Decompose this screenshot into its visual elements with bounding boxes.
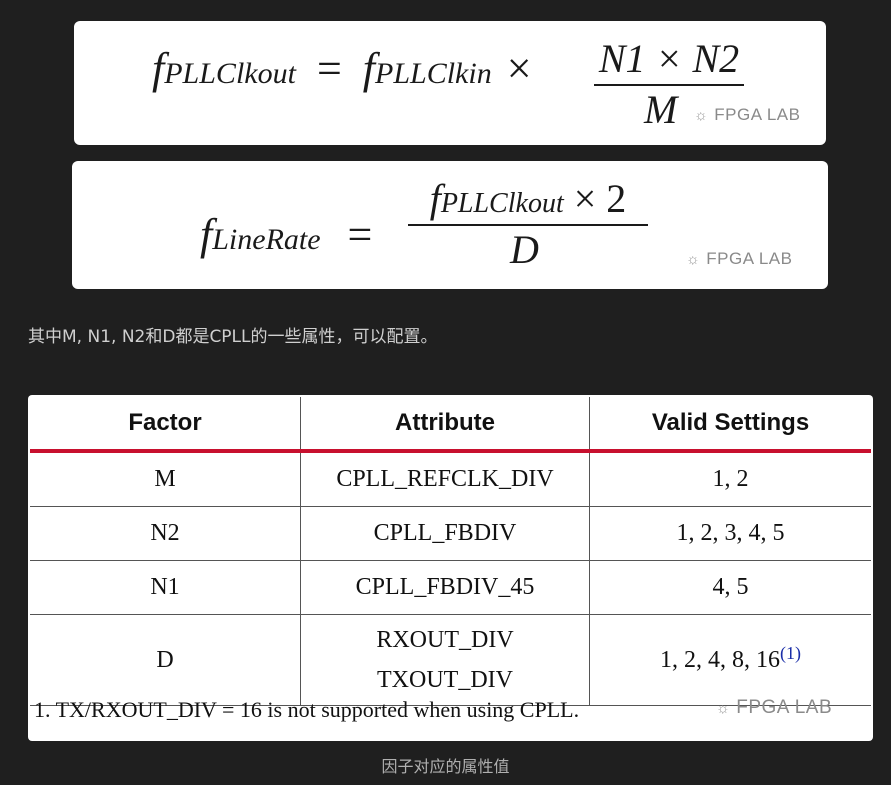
formula-pll-clkout: fPLLClkout = fPLLClkin × [152, 44, 532, 93]
watermark: ☼FPGA LAB [694, 105, 801, 124]
table-row: N2 CPLL_FBDIV 1, 2, 3, 4, 5 [30, 506, 871, 561]
wechat-icon: ☼ [694, 107, 709, 124]
table-row: N1 CPLL_FBDIV_45 4, 5 [30, 560, 871, 615]
header-factor: Factor [30, 397, 301, 453]
formula-line-rate: fLineRate = [200, 210, 373, 259]
fraction-n1-n2-over-m: N1 × N2 M [594, 35, 744, 133]
table-header-row: Factor Attribute Valid Settings [30, 397, 871, 453]
wechat-icon: ☼ [716, 700, 731, 717]
settings-value: 1, 2, 4, 8, 16 [660, 646, 780, 673]
watermark: ☼FPGA LAB [716, 697, 833, 718]
cell-attribute: CPLL_REFCLK_DIV [300, 451, 590, 507]
cell-attribute: CPLL_FBDIV [300, 506, 590, 561]
cell-factor: N1 [30, 560, 301, 615]
cell-attribute: CPLL_FBDIV_45 [300, 560, 590, 615]
factor-attribute-table: Factor Attribute Valid Settings M CPLL_R… [30, 397, 871, 706]
table-row: M CPLL_REFCLK_DIV 1, 2 [30, 451, 871, 507]
table-row: D RXOUT_DIV TXOUT_DIV 1, 2, 4, 8, 16(1) [30, 614, 871, 706]
watermark: ☼FPGA LAB [686, 249, 793, 268]
footnote-ref: (1) [780, 642, 801, 663]
cell-settings: 1, 2, 3, 4, 5 [589, 506, 871, 561]
formula-card-line-rate: fLineRate = fPLLClkout × 2 D ☼FPGA LAB [72, 161, 828, 289]
cell-factor: M [30, 451, 301, 507]
attribute-line-2: TXOUT_DIV [377, 667, 513, 693]
cell-settings: 1, 2 [589, 451, 871, 507]
header-attribute: Attribute [300, 397, 590, 453]
header-valid-settings: Valid Settings [589, 397, 871, 453]
intro-text: 其中M, N1, N2和D都是CPLL的一些属性，可以配置。 [28, 327, 438, 347]
wechat-icon: ☼ [686, 251, 701, 268]
cell-attribute: RXOUT_DIV TXOUT_DIV [300, 614, 590, 706]
cell-settings: 4, 5 [589, 560, 871, 615]
formula-card-pll-clkout: fPLLClkout = fPLLClkin × N1 × N2 M ☼FPGA… [74, 21, 826, 145]
table-footnote: 1. TX/RXOUT_DIV = 16 is not supported wh… [34, 697, 580, 722]
figure-caption: 因子对应的属性值 [381, 757, 510, 776]
fraction-clkout-times-2-over-d: fPLLClkout × 2 D [408, 175, 648, 273]
cell-settings: 1, 2, 4, 8, 16(1) [589, 614, 871, 706]
attribute-line-1: RXOUT_DIV [376, 627, 514, 653]
cell-factor: N2 [30, 506, 301, 561]
cell-factor: D [30, 614, 301, 706]
